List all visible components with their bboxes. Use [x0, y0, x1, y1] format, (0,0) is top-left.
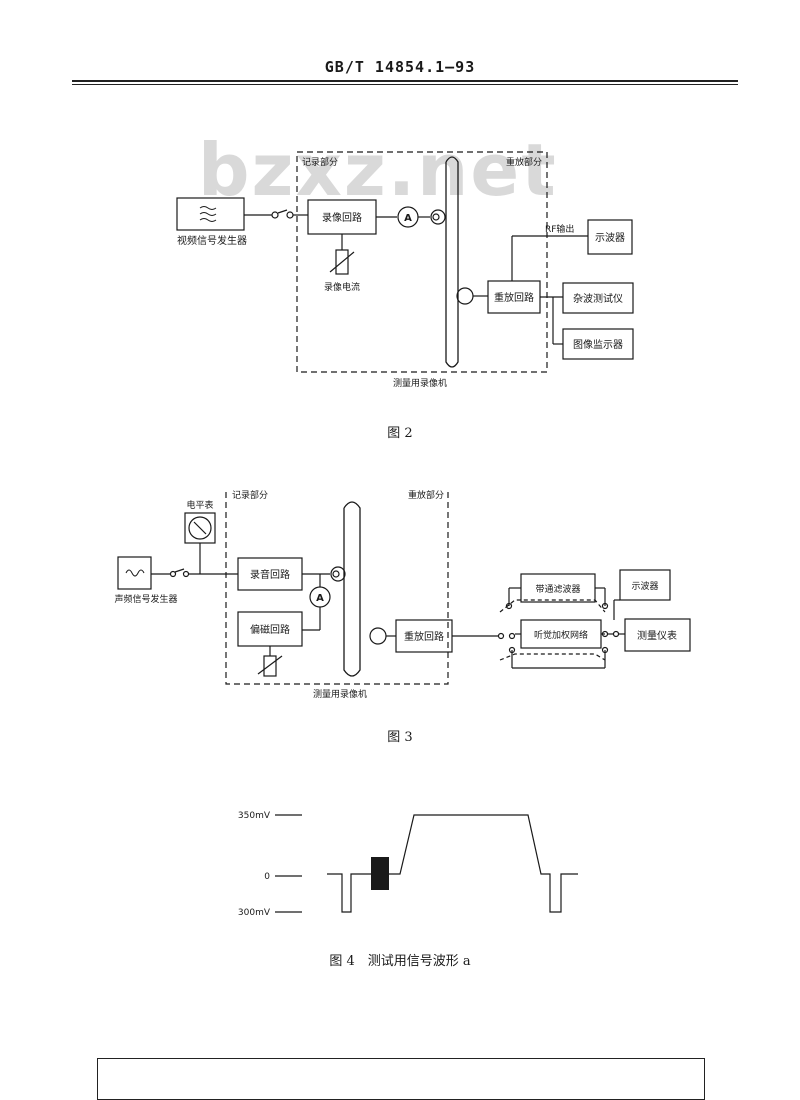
vcr-boundary [296, 151, 548, 373]
weighting-network-label: 听觉加权网络 [534, 629, 588, 641]
playback-head [456, 287, 474, 305]
playback-section-label: 重放部分 [506, 156, 542, 168]
oscilloscope-box [619, 569, 671, 601]
noise-tester-label: 杂波测试仪 [573, 292, 623, 305]
playback-circuit-label: 重放回路 [494, 291, 534, 304]
figure-4-caption: 图 4 测试用信号波形 a [329, 954, 471, 969]
burst-block [371, 857, 389, 890]
bandpass-filter-label: 带通滤波器 [535, 583, 580, 595]
generator-label: 声频信号发生器 [114, 593, 177, 605]
video-generator-box [176, 197, 245, 231]
header-rule-thin [72, 84, 738, 85]
footer-table-frame [97, 1058, 705, 1100]
oscilloscope-label: 示波器 [595, 231, 625, 244]
oscilloscope-box [587, 219, 633, 255]
tape [343, 501, 361, 677]
record-current-label: 录像电流 [324, 281, 360, 293]
record-section-label: 记录部分 [302, 156, 338, 168]
noise-tester-box [562, 282, 634, 314]
watermark: bzxz.net [198, 128, 558, 212]
bias-circuit-label: 偏磁回路 [250, 623, 290, 636]
oscilloscope-label: 示波器 [631, 580, 658, 592]
bias-resistor [263, 655, 277, 677]
monitor-box [562, 328, 634, 360]
figure-3-diagram: A 电平表 声频信号发生器 记录部分 重放部分 录音回路 偏磁回路 重放回路 带… [114, 490, 691, 700]
level-top-label: 350mV [238, 811, 271, 821]
playback-section-label: 重放部分 [408, 490, 444, 501]
measuring-instrument-box [624, 618, 691, 652]
record-section-label: 记录部分 [232, 490, 268, 501]
waveform-trace [327, 814, 578, 913]
level-zero-label: 0 [264, 872, 270, 882]
ammeter-label: A [404, 213, 412, 224]
tape [445, 156, 459, 368]
audio-generator-box [117, 556, 152, 590]
figure-2-diagram: A 视频信号发生器 记录部分 重放部分 录像回路 录像电流 RF输出 示波器 重… [176, 151, 634, 389]
figure-3-caption: 图 3 [387, 730, 413, 745]
vcr-boundary [225, 490, 449, 685]
figure-4-waveform: 350mV 0 300mV [238, 811, 578, 918]
standard-number: GB/T 14854.1—93 [324, 58, 476, 76]
monitor-label: 图像监示器 [573, 338, 623, 351]
playback-head [369, 627, 387, 645]
record-head [330, 566, 346, 582]
level-meter-label: 电平表 [186, 499, 213, 511]
record-current-resistor [335, 249, 349, 275]
playback-circuit-label: 重放回路 [404, 630, 444, 643]
level-bottom-label: 300mV [238, 908, 271, 918]
rf-output-label: RF输出 [545, 223, 574, 235]
header-rule [72, 80, 738, 82]
wave-icon [199, 206, 217, 222]
ammeter-label: A [316, 593, 324, 604]
measuring-instrument-label: 测量仪表 [637, 629, 677, 642]
vcr-label: 测量用录像机 [393, 377, 447, 389]
record-head [430, 209, 446, 225]
sine-icon [125, 569, 145, 577]
record-circuit-label: 录像回路 [322, 211, 362, 224]
generator-label: 视频信号发生器 [177, 234, 247, 247]
figure-2-caption: 图 2 [387, 426, 413, 441]
audio-record-circuit-label: 录音回路 [250, 568, 290, 581]
vcr-label: 测量用录像机 [313, 688, 367, 700]
